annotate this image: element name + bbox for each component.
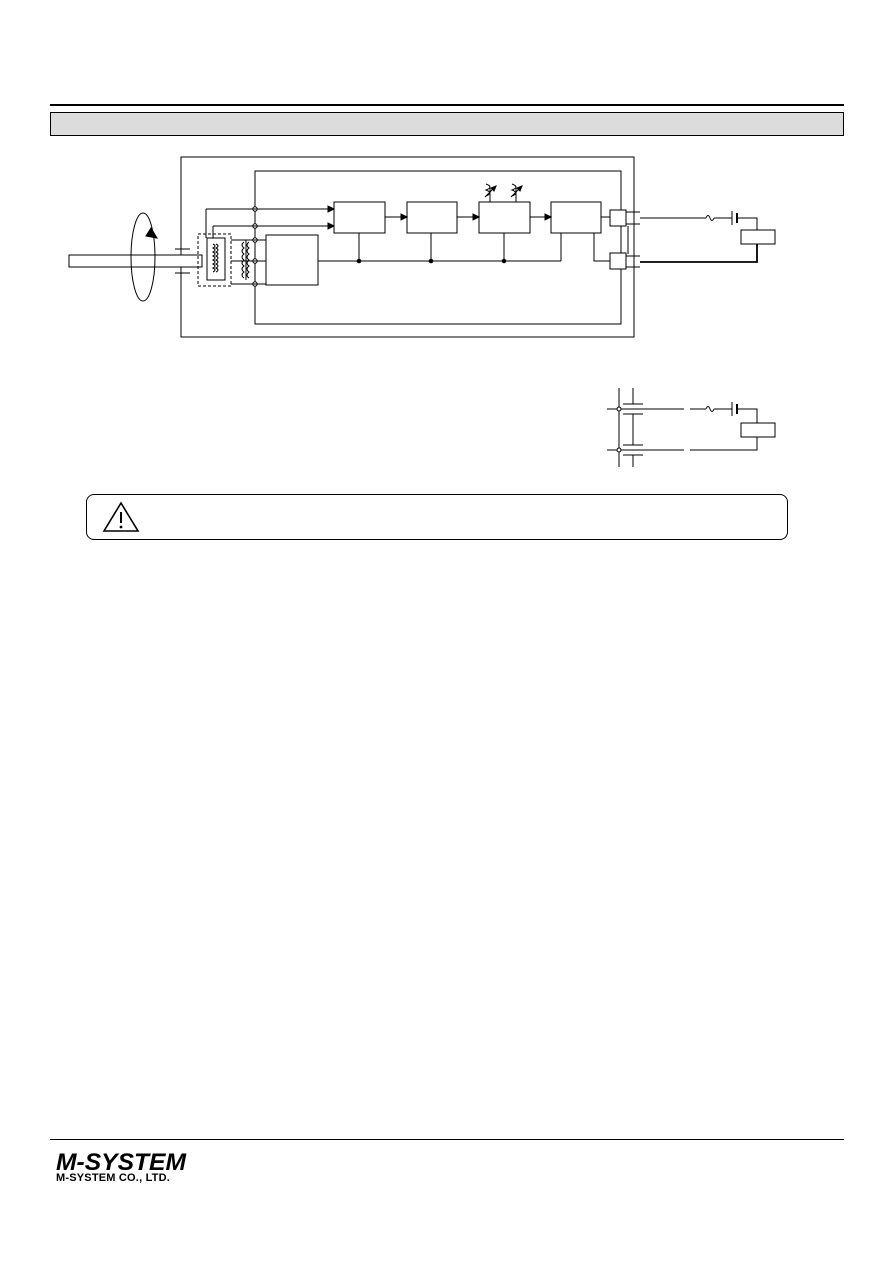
rotation-arrow-icon [130,212,158,302]
sensor-dashed-boundary [197,233,232,287]
demodulator-block [333,201,386,234]
potentiometer-icon [510,183,523,202]
potentiometer-icon [484,183,497,202]
bottom-rule [50,1139,844,1140]
transformer-coil [241,241,245,279]
receiver-load [740,229,776,245]
company-name: M-SYSTEM CO., LTD. [56,1172,171,1184]
output-terminal-1 [609,209,627,227]
oscillator-block [265,234,319,286]
shaft [68,254,203,268]
block-diagram [68,156,776,467]
msystem-logo: M-SYSTEM [56,1151,187,1173]
zero-span-block [478,201,531,234]
output-driver-block [550,201,602,234]
warning-box [86,494,788,540]
output-terminal-2 [609,252,627,270]
section-header-bar [50,112,844,136]
sensor-core [206,237,226,281]
housing-outline [180,156,635,338]
filter-block [406,201,458,234]
warning-triangle-icon [102,501,140,532]
top-rule [50,104,844,106]
sensor-coil [211,243,216,273]
svg-text:M-SYSTEM: M-SYSTEM [56,1151,187,1173]
receiver-load-detail [740,422,776,438]
